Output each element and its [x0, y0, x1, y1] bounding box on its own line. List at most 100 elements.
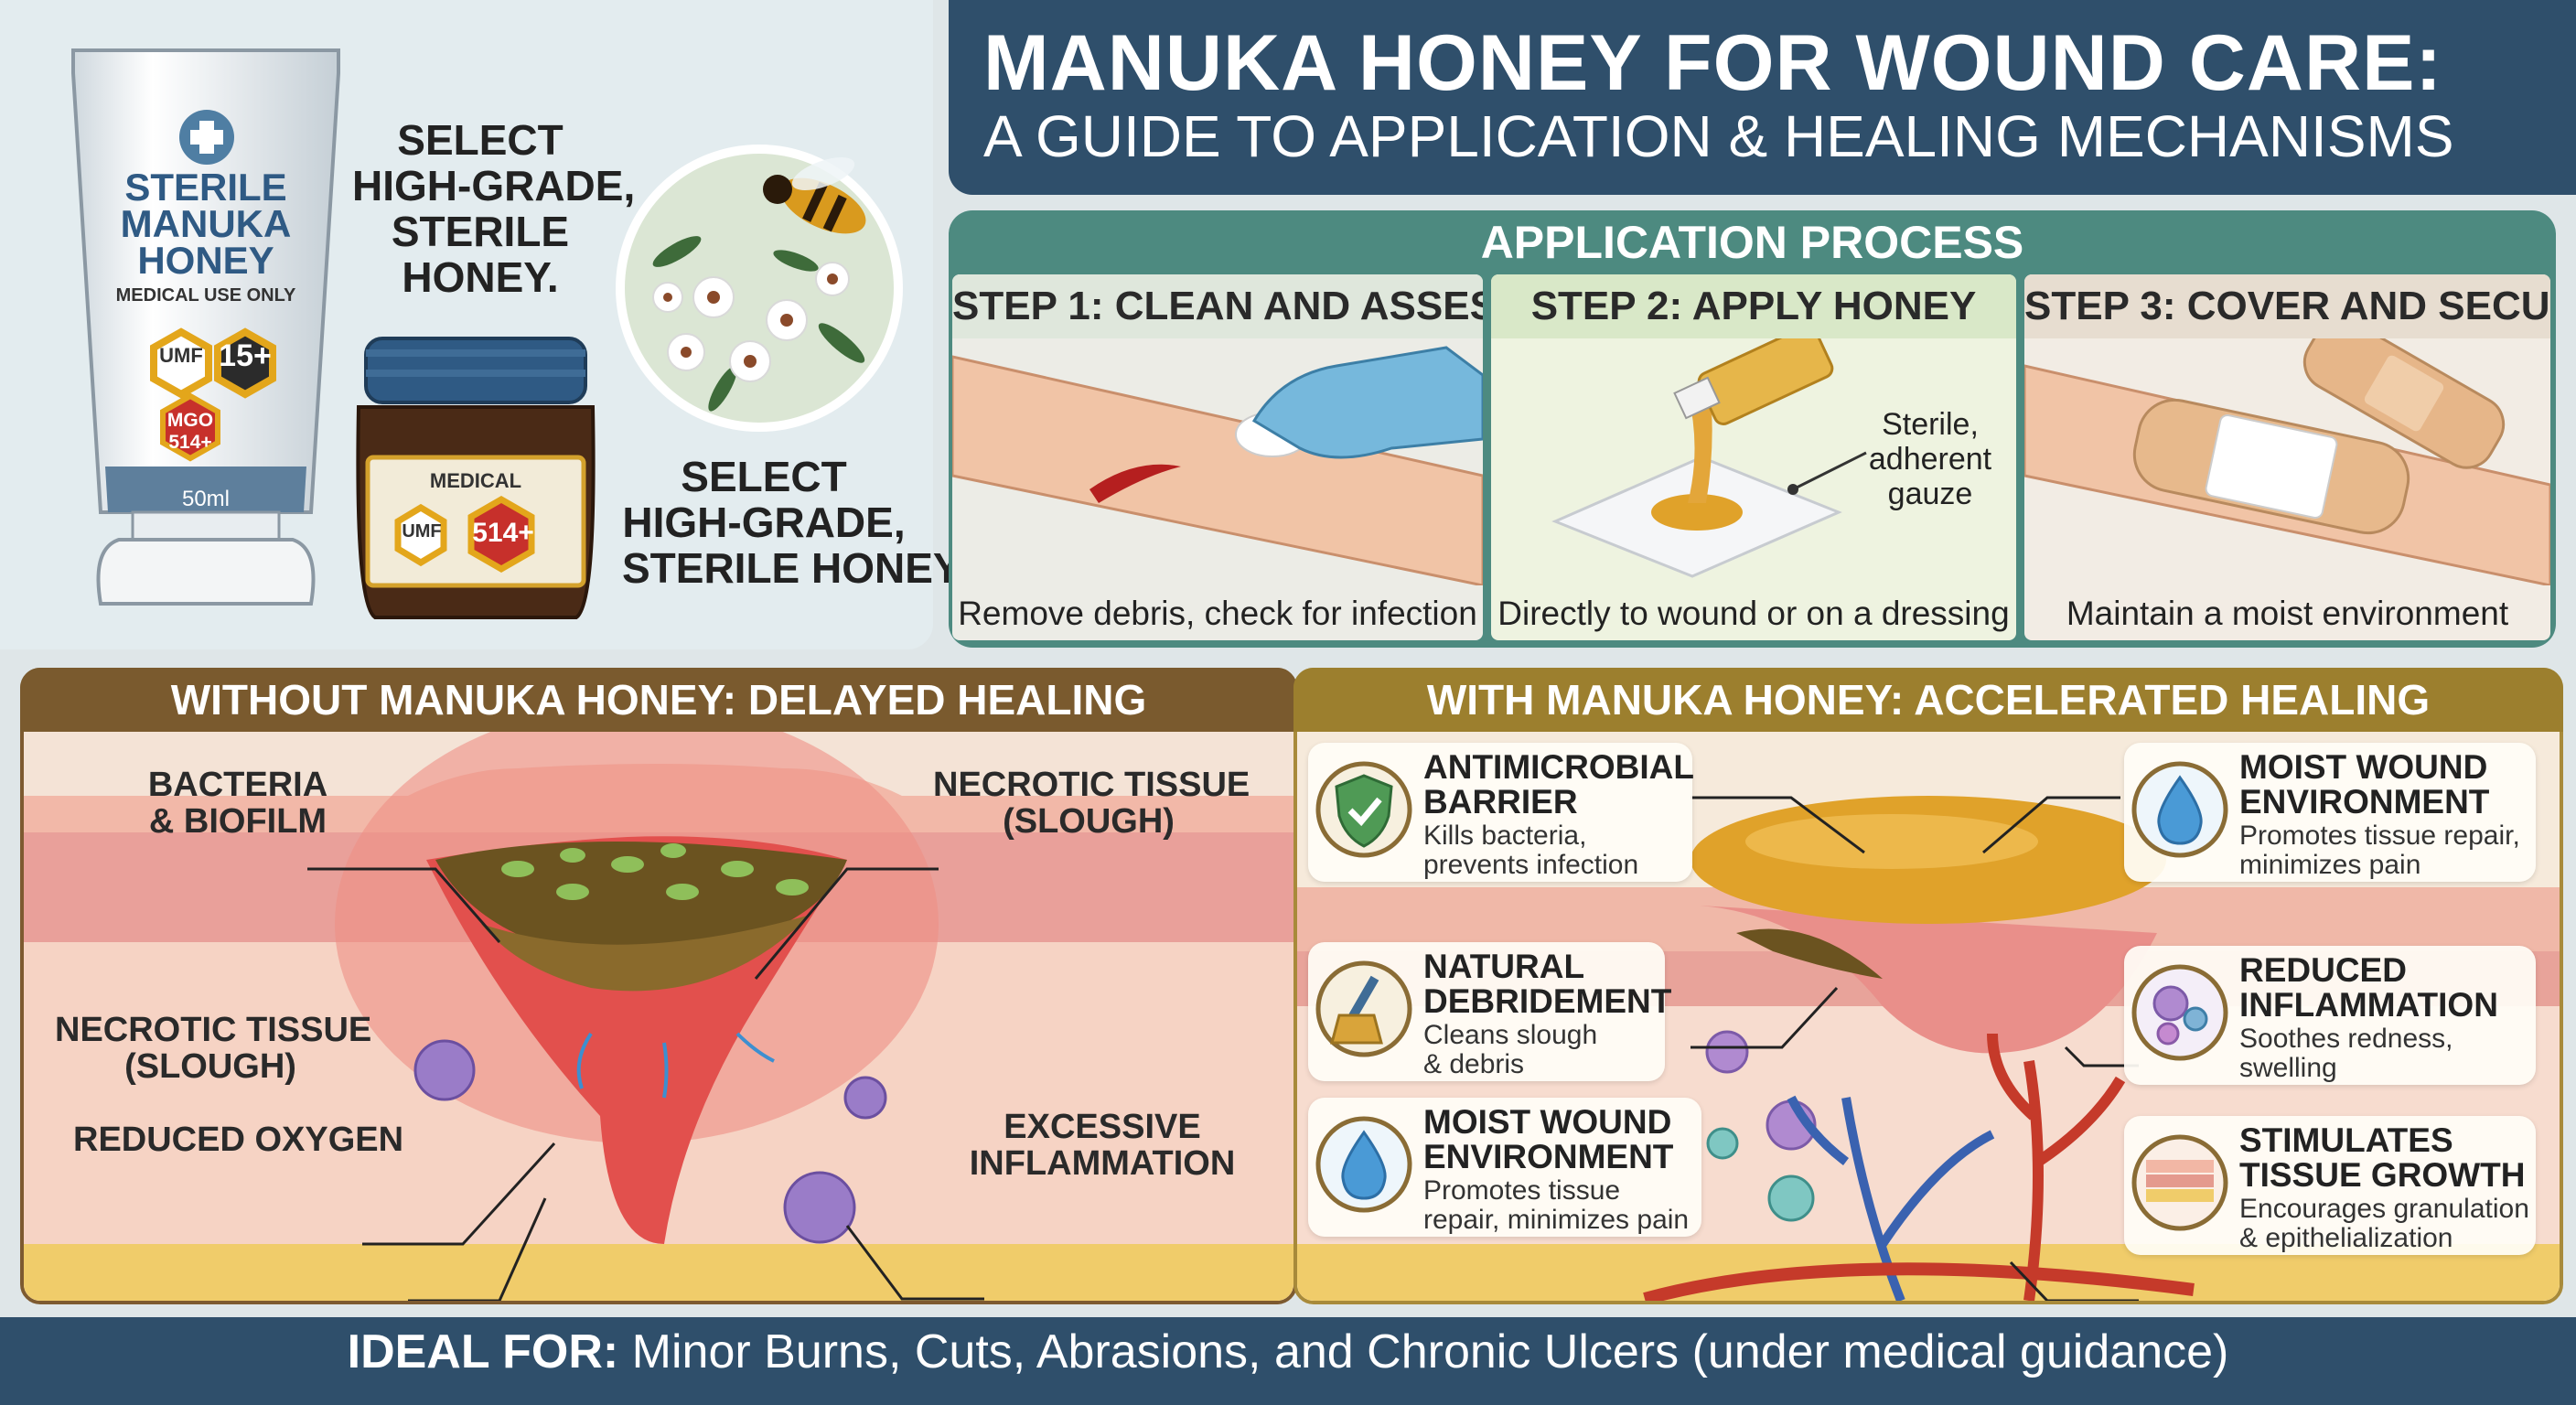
moist-top-title: MOIST WOUND ENVIRONMENT — [2239, 750, 2489, 820]
antimicrobial-desc-line2: prevents infection — [1423, 850, 1639, 880]
excessive-inflammation-label: EXCESSIVE INFLAMMATION — [961, 1109, 1244, 1182]
bacteria-biofilm-label: BACTERIA & BIOFILM — [146, 767, 329, 840]
antimicrobial-title-line2: BARRIER — [1423, 783, 1578, 820]
gauze-callout-line3: gauze — [1887, 477, 1973, 511]
tissue-growth-desc-line2: & epithelialization — [2239, 1223, 2453, 1253]
debridement-title-line2: DEBRIDEMENT — [1423, 982, 1672, 1020]
necrotic-tissue-label-top: NECROTIC TISSUE (SLOUGH) — [933, 766, 1250, 841]
caption-top-line1: SELECT — [397, 116, 564, 164]
title-banner — [949, 0, 2576, 195]
tube-umf-value: 15+ — [219, 338, 272, 373]
inflammation-card-title: REDUCED INFLAMMATION — [2239, 953, 2498, 1023]
caption-top-line3: STERILE — [391, 208, 570, 255]
antimicrobial-barrier-card: ANTIMICROBIAL BARRIER Kills bacteria, pr… — [1308, 743, 1694, 882]
moist-wound-card-bottom: MOIST WOUND ENVIRONMENT Promotes tissue … — [1308, 1098, 1701, 1237]
step-3-title: STEP 3: COVER AND SECURE — [2024, 274, 2550, 338]
debridement-desc-line2: & debris — [1423, 1049, 1525, 1079]
necrotic-top-line2: (SLOUGH) — [1003, 802, 1175, 841]
tube-mgo-label: MGO — [166, 410, 214, 431]
inflammation-card-title-line1: REDUCED — [2239, 951, 2407, 989]
ideal-for-list: Minor Burns, Cuts, Abrasions, and Chroni… — [618, 1325, 2229, 1378]
debridement-desc: Cleans slough & debris — [1423, 1021, 1597, 1079]
tissue-growth-card: STIMULATES TISSUE GROWTH Encourages gran… — [2124, 1116, 2536, 1255]
moist-top-desc-line1: Promotes tissue repair, — [2239, 820, 2520, 851]
inflammation-card-title-line2: INFLAMMATION — [2239, 986, 2498, 1024]
manuka-flower-bee-illustration — [616, 145, 903, 432]
debridement-desc-line1: Cleans slough — [1423, 1020, 1598, 1050]
debridement-title-line1: NATURAL — [1423, 948, 1585, 985]
tissue-growth-title-line1: STIMULATES — [2239, 1121, 2453, 1159]
step-3-caption: Maintain a moist environment — [2066, 595, 2509, 632]
with-honey-title: WITH MANUKA HONEY: ACCELERATED HEALING — [1293, 668, 2563, 732]
caption-top-line4: HONEY. — [402, 253, 559, 301]
moist-wound-card-top: MOIST WOUND ENVIRONMENT Promotes tissue … — [2124, 743, 2536, 882]
inflammation-card-desc-line1: Soothes redness, — [2239, 1024, 2453, 1054]
delayed-wound-cross-section — [24, 732, 1293, 1301]
step-1-caption: Remove debris, check for infection — [958, 595, 1477, 632]
necrotic-top-line1: NECROTIC TISSUE — [933, 766, 1250, 804]
cells-icon — [2131, 964, 2228, 1061]
tissue-growth-title: STIMULATES TISSUE GROWTH — [2239, 1123, 2525, 1193]
gauze-callout-line2: adherent — [1868, 442, 1992, 477]
step-2-card: STEP 2: APPLY HONEY Sterile, adherent ga… — [1491, 274, 2016, 640]
select-honey-caption-bottom: SELECT HIGH-GRADE, STERILE HONEY. — [622, 454, 969, 592]
water-drop-icon — [1315, 1116, 1412, 1213]
tube-umf-label: UMF — [159, 344, 203, 367]
reduced-oxygen-label: REDUCED OXYGEN — [73, 1121, 404, 1159]
tube-mgo: MGO 514+ — [163, 410, 218, 454]
application-process-title: APPLICATION PROCESS — [1480, 217, 2024, 268]
tube-label: STERILE MANUKA HONEY — [91, 168, 320, 282]
caption-top-line2: HIGH-GRADE, — [352, 162, 636, 209]
ideal-for-text: IDEAL FOR: Minor Burns, Cuts, Abrasions,… — [0, 1325, 2576, 1379]
antimicrobial-title: ANTIMICROBIAL BARRIER — [1423, 750, 1694, 820]
inflammation-card-desc-line2: swelling — [2239, 1053, 2337, 1083]
ideal-for-lead: IDEAL FOR: — [347, 1325, 619, 1378]
honey-tube-illustration — [71, 48, 340, 606]
natural-debridement-card: NATURAL DEBRIDEMENT Cleans slough & debr… — [1308, 942, 1671, 1081]
bacteria-label-line2: & BIOFILM — [148, 802, 327, 841]
shield-check-icon — [1315, 761, 1412, 858]
inflammation-line2: INFLAMMATION — [969, 1144, 1236, 1183]
bacteria-label-line1: BACTERIA — [147, 766, 328, 804]
page-subtitle: A GUIDE TO APPLICATION & HEALING MECHANI… — [983, 103, 2454, 169]
step-1-title: STEP 1: CLEAN AND ASSESS — [952, 274, 1483, 338]
tissue-layers-icon — [2131, 1134, 2228, 1231]
water-drop-icon — [2131, 761, 2228, 858]
caption-bottom-line3: STERILE HONEY. — [622, 544, 969, 592]
moist-top-desc: Promotes tissue repair, minimizes pain — [2239, 821, 2520, 880]
step-1-card: STEP 1: CLEAN AND ASSESS Remove debris, … — [952, 274, 1483, 640]
jar-value: 514+ — [472, 518, 534, 548]
moist-bottom-desc-line1: Promotes tissue — [1423, 1175, 1621, 1206]
brush-icon — [1315, 960, 1412, 1057]
gauze-callout: Sterile, adherent gauze — [1857, 407, 2003, 511]
moist-bottom-title-line2: ENVIRONMENT — [1423, 1138, 1674, 1175]
tube-label-line2: MANUKA — [120, 202, 292, 245]
tube-note: MEDICAL USE ONLY — [115, 285, 296, 306]
without-honey-panel — [20, 668, 1297, 1304]
jar-umf-label: UMF — [402, 521, 442, 542]
moist-bottom-desc: Promotes tissue repair, minimizes pain — [1423, 1176, 1689, 1235]
moist-top-desc-line2: minimizes pain — [2239, 850, 2421, 880]
moist-bottom-title-line1: MOIST WOUND — [1423, 1103, 1672, 1141]
tissue-growth-title-line2: TISSUE GROWTH — [2239, 1156, 2526, 1194]
cover-bandage-illustration — [2024, 338, 2550, 585]
antimicrobial-desc: Kills bacteria, prevents infection — [1423, 821, 1638, 880]
moist-bottom-desc-line2: repair, minimizes pain — [1423, 1205, 1690, 1235]
reduced-inflammation-card: REDUCED INFLAMMATION Soothes redness, sw… — [2124, 946, 2536, 1085]
moist-bottom-title: MOIST WOUND ENVIRONMENT — [1423, 1105, 1673, 1174]
step-2-title: STEP 2: APPLY HONEY — [1491, 274, 2016, 338]
select-honey-caption-top: SELECT HIGH-GRADE, STERILE HONEY. — [352, 116, 636, 301]
moist-top-title-line2: ENVIRONMENT — [2239, 783, 2490, 820]
step-3-card: STEP 3: COVER AND SECURE Maintain a mois… — [2024, 274, 2550, 640]
gauze-callout-line1: Sterile, — [1882, 407, 1979, 442]
footer-banner — [0, 1317, 2576, 1405]
tube-mgo-value: 514+ — [168, 432, 212, 453]
jar-label: MEDICAL — [429, 469, 522, 492]
tissue-growth-desc-line1: Encourages granulation — [2239, 1194, 2529, 1224]
apply-honey-illustration — [1551, 338, 1867, 578]
tube-label-line3: HONEY — [137, 239, 274, 282]
inflammation-line1: EXCESSIVE — [1004, 1108, 1201, 1146]
necrotic-left-line2: (SLOUGH) — [124, 1047, 296, 1086]
antimicrobial-desc-line1: Kills bacteria, — [1423, 820, 1587, 851]
page-title: MANUKA HONEY FOR WOUND CARE: — [983, 19, 2443, 107]
